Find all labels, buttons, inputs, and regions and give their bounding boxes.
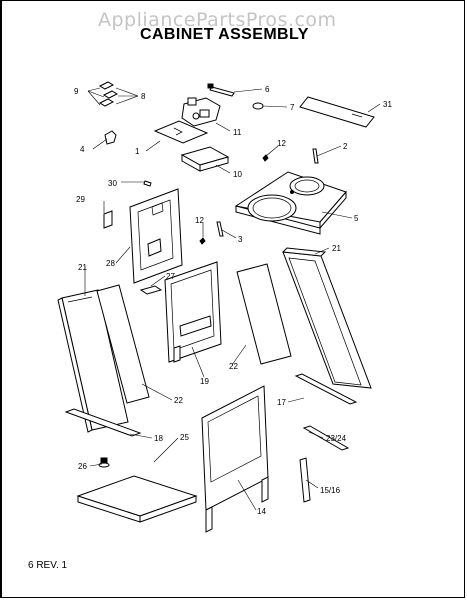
callout: 9 bbox=[74, 87, 79, 96]
callout: 7 bbox=[290, 103, 295, 112]
part-12-upper bbox=[262, 154, 269, 162]
callout: 27 bbox=[166, 272, 175, 281]
part-bracket-10 bbox=[180, 146, 230, 172]
part-18 bbox=[64, 408, 142, 437]
callout: 22 bbox=[229, 362, 238, 371]
part-30 bbox=[143, 180, 152, 187]
callout: 6 bbox=[265, 85, 270, 94]
callout: 30 bbox=[108, 179, 117, 188]
part-15-16 bbox=[299, 457, 311, 503]
callout: 2 bbox=[343, 142, 348, 151]
callout: 21 bbox=[78, 263, 87, 272]
callout: 29 bbox=[76, 195, 85, 204]
callout: 21 bbox=[332, 244, 341, 253]
part-panel-middle bbox=[236, 263, 292, 365]
leader-lines bbox=[84, 87, 381, 511]
callout: 10 bbox=[233, 170, 242, 179]
watermark: AppliancePartsPros.com bbox=[98, 9, 337, 31]
part-23-24 bbox=[302, 425, 350, 451]
callout-labels: 9 8 6 7 31 11 4 1 12 2 10 30 5 29 12 3 2… bbox=[74, 85, 392, 516]
callout: 5 bbox=[354, 214, 359, 223]
part-cooktop bbox=[234, 171, 347, 235]
callout: 15/16 bbox=[320, 486, 341, 495]
callout: 14 bbox=[257, 507, 266, 516]
callout: 1 bbox=[135, 147, 140, 156]
part-side-panel-right bbox=[281, 247, 372, 389]
callout: 8 bbox=[141, 92, 146, 101]
part-valve bbox=[181, 97, 221, 127]
callout: 25 bbox=[180, 433, 189, 442]
part-liner-left bbox=[96, 284, 150, 404]
part-4 bbox=[104, 130, 117, 145]
part-rail-17 bbox=[294, 373, 358, 405]
callout: 12 bbox=[277, 139, 286, 148]
part-rod bbox=[207, 83, 235, 97]
revision-label: 6 REV. 1 bbox=[28, 560, 68, 571]
part-3 bbox=[216, 221, 224, 237]
part-rear-panel bbox=[129, 188, 183, 284]
callout: 28 bbox=[106, 259, 115, 268]
callout: 17 bbox=[277, 398, 286, 407]
callout: 19 bbox=[200, 377, 209, 386]
callout: 11 bbox=[233, 128, 242, 137]
callout: 31 bbox=[383, 100, 392, 109]
callout: 12 bbox=[195, 216, 204, 225]
callout: 18 bbox=[154, 434, 163, 443]
part-2 bbox=[312, 148, 319, 164]
part-29 bbox=[103, 210, 113, 229]
part-plate-1 bbox=[153, 120, 209, 144]
callout: 3 bbox=[238, 235, 243, 244]
part-side-panel-left bbox=[57, 289, 129, 433]
part-base-frame-14 bbox=[201, 385, 269, 533]
page-title: CABINET ASSEMBLY bbox=[140, 26, 309, 43]
part-clips bbox=[98, 81, 119, 107]
part-bracket-31 bbox=[299, 96, 375, 128]
part-12-lower bbox=[199, 237, 206, 245]
part-27 bbox=[139, 285, 163, 295]
part-frame-19 bbox=[164, 261, 222, 363]
part-tray-25 bbox=[76, 475, 198, 523]
part-leg-26 bbox=[98, 457, 110, 468]
part-knob bbox=[252, 102, 264, 110]
callout: 22 bbox=[174, 396, 183, 405]
callout: 26 bbox=[78, 462, 87, 471]
callout: 4 bbox=[80, 145, 85, 154]
callout: 23/24 bbox=[326, 434, 347, 443]
